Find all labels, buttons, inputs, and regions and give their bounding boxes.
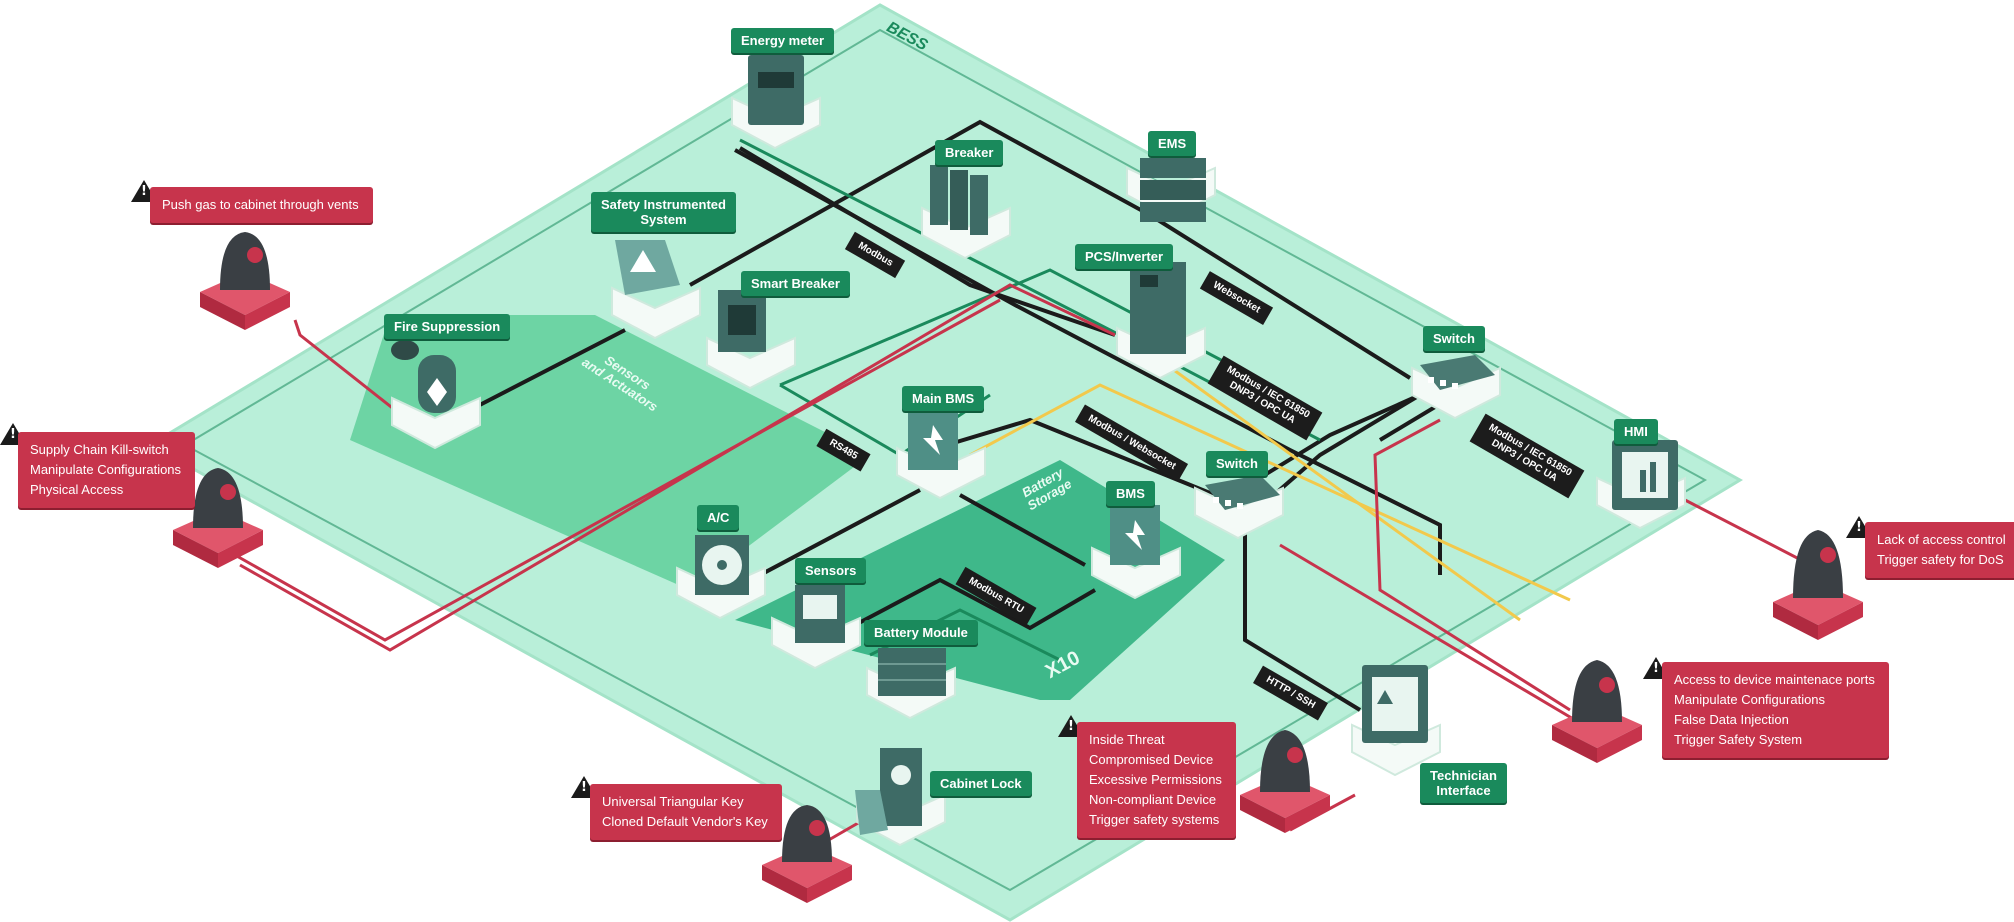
sensors-device[interactable] — [795, 585, 845, 643]
threat-line: Inside Threat — [1089, 732, 1165, 747]
label-line: Technician — [1430, 768, 1497, 783]
breaker-label: Breaker — [935, 140, 1004, 165]
technician-interface-label: Technician Interface — [1420, 763, 1507, 803]
sensors-actuators-zone — [350, 315, 870, 590]
fire-suppression-device[interactable] — [391, 340, 456, 413]
ems-device[interactable] — [1140, 158, 1206, 222]
attacker-access-control — [1773, 530, 1863, 640]
threat-line: Trigger Safety System — [1674, 732, 1803, 747]
hmi-label: HMI — [1614, 419, 1658, 444]
smart-breaker-label: Smart Breaker — [741, 271, 850, 296]
threat-line: Lack of access control — [1877, 532, 2006, 547]
attacker-inside-threat — [1240, 730, 1330, 833]
ac-device[interactable] — [695, 535, 749, 595]
cabinet-lock-label: Cabinet Lock — [930, 771, 1032, 796]
label-line: Safety Instrumented — [601, 197, 726, 212]
smart-breaker-device[interactable] — [718, 290, 766, 352]
threat-triangular-key: Universal Triangular Key Cloned Default … — [590, 784, 782, 840]
control-links — [469, 119, 1457, 712]
switch-mid-label: Switch — [1206, 451, 1268, 476]
attacker-triangular-key — [762, 805, 852, 903]
label-line: Interface — [1436, 783, 1491, 798]
power-links-yellow — [969, 358, 1571, 622]
main-bms-device[interactable] — [908, 410, 958, 470]
breaker-device[interactable] — [930, 165, 988, 235]
threat-line: Excessive Permissions — [1089, 772, 1222, 787]
threat-line: Manipulate Configurations — [1674, 692, 1826, 707]
threat-line: Trigger safety for DoS — [1877, 552, 2004, 567]
battery-module-device[interactable] — [878, 648, 946, 696]
threat-supply-chain: Supply Chain Kill-switch Manipulate Conf… — [18, 432, 196, 508]
threat-line: Cloned Default Vendor's Key — [602, 814, 768, 829]
safety-instrumented-device[interactable] — [615, 240, 680, 295]
attacker-supply-chain — [173, 468, 263, 568]
switch-top-device[interactable] — [1420, 355, 1495, 390]
label-line: System — [640, 212, 687, 227]
attacker-push-gas — [200, 232, 290, 330]
threat-line: False Data Injection — [1674, 712, 1789, 727]
switch-mid-device[interactable] — [1205, 475, 1280, 510]
threat-line: Compromised Device — [1089, 752, 1214, 767]
attacker-maintenance-ports — [1552, 660, 1642, 763]
threat-maintenance-ports: Access to device maintenace ports Manipu… — [1662, 662, 1889, 758]
threat-line: Access to device maintenace ports — [1674, 672, 1875, 687]
attack-paths — [234, 283, 1831, 847]
main-bms-label: Main BMS — [902, 386, 985, 411]
threat-line: Manipulate Configurations — [30, 462, 182, 477]
ems-label: EMS — [1148, 131, 1197, 156]
bms-device[interactable] — [1110, 505, 1160, 565]
technician-interface-device[interactable] — [1362, 665, 1428, 743]
battery-module-label: Battery Module — [864, 620, 978, 645]
energy-meter-device[interactable] — [748, 55, 804, 125]
threat-line: Non-compliant Device — [1089, 792, 1217, 807]
cabinet-lock-device[interactable] — [855, 748, 922, 835]
safety-instrumented-label: Safety Instrumented System — [591, 192, 736, 232]
threat-line: Push gas to cabinet through vents — [162, 197, 359, 212]
hmi-device[interactable] — [1612, 440, 1678, 510]
pcs-inverter-label: PCS/Inverter — [1075, 244, 1174, 269]
threat-push-gas: Push gas to cabinet through vents — [150, 187, 373, 223]
fire-suppression-label: Fire Suppression — [384, 314, 511, 339]
ac-label: A/C — [697, 505, 740, 530]
energy-meter-label: Energy meter — [731, 28, 835, 53]
threat-inside: Inside Threat Compromised Device Excessi… — [1077, 722, 1236, 838]
threat-line: Trigger safety systems — [1089, 812, 1220, 827]
threat-line: Physical Access — [30, 482, 124, 497]
bms-label: BMS — [1106, 481, 1155, 506]
threat-line: Universal Triangular Key — [602, 794, 744, 809]
threat-access-control: Lack of access control Trigger safety fo… — [1865, 522, 2014, 578]
switch-top-label: Switch — [1423, 326, 1485, 351]
pcs-inverter-device[interactable] — [1130, 262, 1186, 354]
sensors-label: Sensors — [795, 558, 867, 583]
threat-line: Supply Chain Kill-switch — [30, 442, 169, 457]
